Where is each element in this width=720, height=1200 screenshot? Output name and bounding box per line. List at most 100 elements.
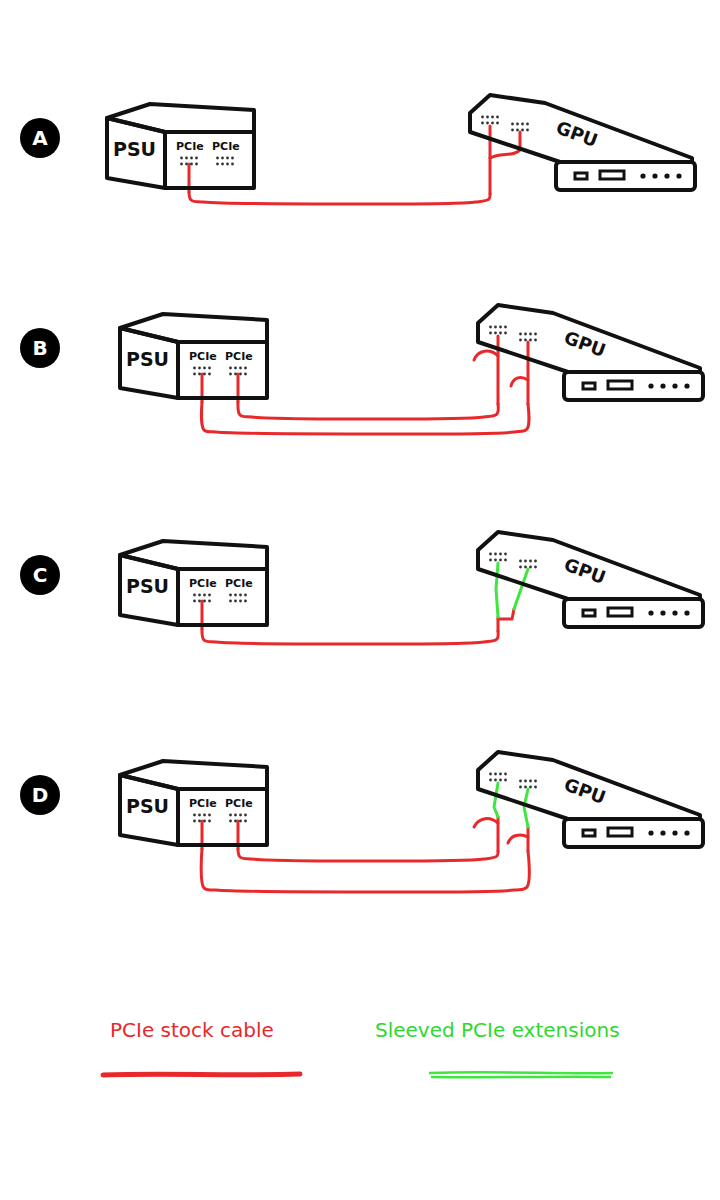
gpu-power-port (494, 553, 497, 556)
port-label: PCIe (189, 350, 217, 363)
gpu-power-port (519, 786, 522, 789)
io-port (575, 173, 587, 179)
psu-port (203, 373, 206, 376)
gpu-power-port (486, 116, 489, 119)
psu-port (239, 594, 242, 597)
gpu-power-port (499, 779, 502, 782)
port-label: PCIe (225, 577, 253, 590)
psu-port (198, 367, 201, 370)
psu-port (193, 600, 196, 603)
psu-port (244, 594, 247, 597)
loose-pigtail (474, 351, 498, 360)
gpu-power-port (516, 129, 519, 132)
psu-port (203, 594, 206, 597)
psu-port (229, 600, 232, 603)
gpu-power-port (494, 559, 497, 562)
gpu-power-port (494, 773, 497, 776)
psu-port (239, 820, 242, 823)
psu-port (198, 594, 201, 597)
loose-pigtail (508, 835, 528, 843)
gpu-power-port (519, 333, 522, 336)
io-port (660, 830, 665, 835)
psu-port (216, 157, 219, 160)
gpu-power-port (524, 560, 527, 563)
psu-top-face (120, 761, 267, 789)
psu-port (193, 373, 196, 376)
legend-text: Sleeved PCIe extensions (375, 1018, 620, 1042)
cable-stub (489, 126, 492, 194)
psu-port (198, 820, 201, 823)
psu-port (239, 814, 242, 817)
sleeved-extension (524, 789, 528, 827)
row-badge: B (20, 328, 62, 368)
gpu-power-port (489, 773, 492, 776)
gpu-power-port (534, 339, 537, 342)
psu-port (203, 600, 206, 603)
io-port (600, 171, 624, 179)
psu-front-face (178, 569, 267, 625)
gpu-power-port (499, 559, 502, 562)
psu-box: PSUPCIePCIe (113, 755, 273, 849)
io-port (608, 381, 632, 389)
port-label: PCIe (212, 140, 240, 153)
gpu-power-port (529, 780, 532, 783)
psu-front-face (178, 342, 267, 398)
io-port (583, 830, 595, 836)
gpu-power-port (491, 116, 494, 119)
psu-label: PSU (113, 138, 156, 160)
gpu-power-port (529, 786, 532, 789)
psu-port (208, 367, 211, 370)
psu-port (198, 814, 201, 817)
cable-stub (497, 336, 500, 404)
psu-port (234, 820, 237, 823)
psu-top-face (120, 314, 267, 342)
row-badge: D (20, 775, 62, 815)
io-port (660, 383, 665, 388)
psu-port (244, 814, 247, 817)
gpu-power-port (489, 559, 492, 562)
gpu-power-port (516, 123, 519, 126)
psu-port (208, 820, 211, 823)
gpu-power-port (499, 332, 502, 335)
psu-port (193, 594, 196, 597)
psu-port (193, 367, 196, 370)
row-letter: A (20, 126, 60, 150)
port-label: PCIe (176, 140, 204, 153)
sleeved-extension (514, 569, 528, 609)
badge-circle (20, 775, 60, 815)
psu-port (193, 814, 196, 817)
gpu-power-port (494, 326, 497, 329)
gpu-card-body (470, 95, 692, 162)
psu-port (198, 600, 201, 603)
legend-line (430, 1071, 612, 1074)
io-port (684, 383, 689, 388)
gpu-power-port (519, 560, 522, 563)
gpu-power-port (511, 129, 514, 132)
io-port (660, 610, 665, 615)
cable-split (498, 609, 514, 619)
gpu-power-port (486, 122, 489, 125)
gpu-power-port (529, 333, 532, 336)
psu-port (180, 163, 183, 166)
gpu-power-port (489, 553, 492, 556)
io-port (684, 610, 689, 615)
io-port (684, 830, 689, 835)
gpu-power-port (481, 116, 484, 119)
psu-port (234, 600, 237, 603)
gpu-card: GPU (473, 747, 708, 851)
psu-port (229, 594, 232, 597)
badge-circle (20, 555, 60, 595)
gpu-power-port (494, 332, 497, 335)
badge-circle (20, 328, 60, 368)
gpu-power-port (524, 339, 527, 342)
pcie-cable (238, 849, 498, 861)
cable-stub (527, 827, 530, 851)
psu-port (216, 163, 219, 166)
psu-port (195, 163, 198, 166)
gpu-power-port (524, 786, 527, 789)
psu-port (234, 373, 237, 376)
gpu-power-port (534, 566, 537, 569)
io-bracket (564, 819, 703, 847)
io-port (648, 610, 653, 615)
gpu-power-port (504, 773, 507, 776)
